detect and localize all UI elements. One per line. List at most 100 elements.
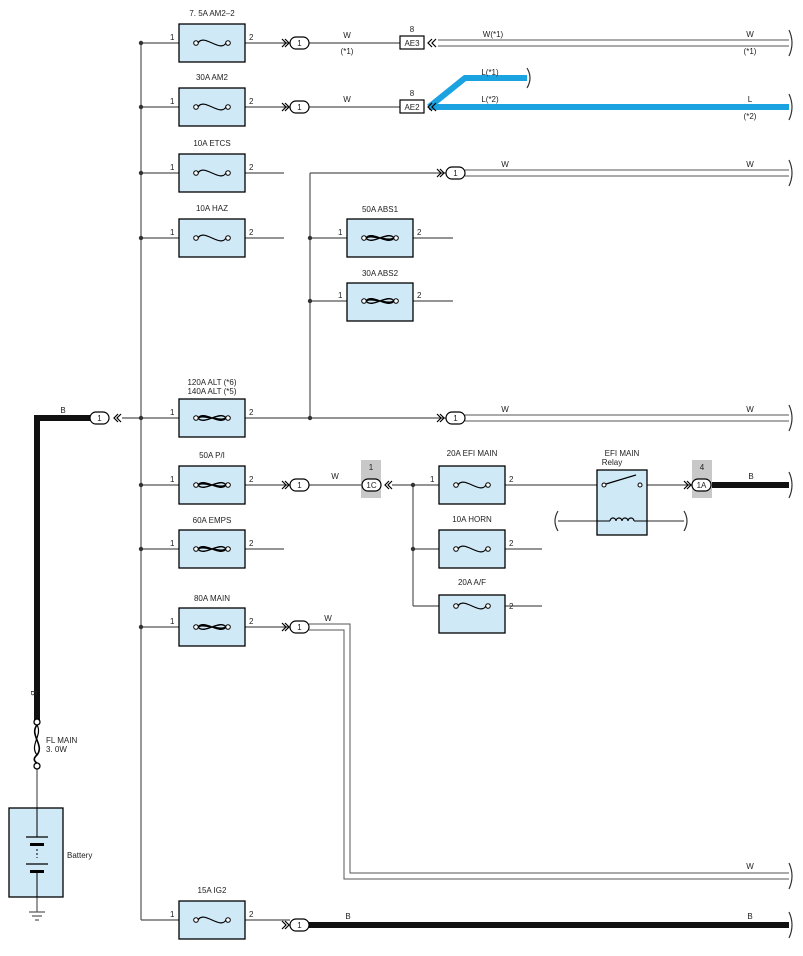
wire-color-label: W: [746, 862, 754, 871]
fuse-label: 20A A/F: [458, 578, 486, 587]
pin-2: 2: [249, 408, 254, 417]
blue-wires: [427, 75, 789, 110]
fuse-label: 50A P/I: [199, 451, 225, 460]
connector-pin: 1: [369, 463, 374, 472]
relay-label: EFI MAIN: [605, 449, 640, 458]
wire-note-label: (*1): [341, 47, 354, 56]
connector-pin: 1: [453, 169, 458, 178]
wire-color-label: B: [747, 912, 752, 921]
thin-wires: [29, 42, 692, 921]
pin-1: 1: [170, 475, 175, 484]
fuse-af: 20A A/F 2: [438, 578, 514, 634]
junction-dots: [138, 40, 416, 630]
pin-2: 2: [417, 291, 422, 300]
wire-labels: W (*1) W(*1) W (*1) W L(*1) L(*2) L (*2)…: [29, 30, 757, 921]
connector-pin: 8: [410, 89, 415, 98]
wire-color-label: B: [345, 912, 350, 921]
connector-am2: 1: [281, 100, 310, 114]
wire-color-label: W: [501, 405, 509, 414]
connector-alt-out: 1: [436, 411, 466, 425]
wire-color-label: W: [501, 160, 509, 169]
pin-2: 2: [249, 228, 254, 237]
thick-wires: [34, 415, 789, 928]
fuse-label: 15A IG2: [198, 886, 227, 895]
connector-pin: 1: [297, 39, 302, 48]
battery-label: Battery: [67, 851, 92, 860]
connector-ig2: 1: [281, 918, 310, 932]
pin-2: 2: [249, 33, 254, 42]
fuse-label: 7. 5A AM2–2: [189, 9, 235, 18]
pin-1: 1: [170, 910, 175, 919]
fuse-label: 30A AM2: [196, 73, 229, 82]
connector-name: 1C: [366, 481, 376, 490]
pin-1: 1: [170, 539, 175, 548]
fl-main-label: FL MAIN: [46, 736, 77, 745]
wire-color-label: W: [331, 472, 339, 481]
fuse-label: 80A MAIN: [194, 594, 230, 603]
fusible-link-abs1: 50A ABS1 1 2: [338, 205, 422, 258]
pin-1: 1: [338, 228, 343, 237]
fuse-label: 10A HAZ: [196, 204, 228, 213]
connector-pin: 1: [97, 414, 102, 423]
pin-2: 2: [249, 163, 254, 172]
pin-1: 1: [170, 163, 175, 172]
fuse-label: 20A EFI MAIN: [447, 449, 498, 458]
connector-name: AE3: [404, 39, 420, 48]
pin-1: 1: [338, 291, 343, 300]
wire-color-label: W: [343, 31, 351, 40]
fl-main-fusible-link: FL MAIN 3. 0W: [33, 718, 77, 770]
wire-color-label: B: [60, 406, 65, 415]
fuse-label-2: 140A ALT (*5): [187, 387, 236, 396]
fuse-label: 50A ABS1: [362, 205, 399, 214]
wire-color-label: W: [746, 160, 754, 169]
fusible-link-pi: 50A P/I 1 2: [170, 451, 254, 505]
fuse-am2: 30A AM2 1 2: [170, 73, 254, 127]
wire-color-label: W: [343, 95, 351, 104]
efi-main-relay: EFI MAIN Relay: [596, 449, 648, 536]
connector-1a: 4 1A: [683, 460, 712, 498]
fuse-haz: 10A HAZ 1 2: [170, 204, 254, 258]
connector-1c: 1 1C: [361, 460, 393, 498]
wire-color-label: W(*1): [483, 30, 504, 39]
fuse-etcs: 10A ETCS 1 2: [170, 139, 254, 193]
wire-color-label: B: [748, 472, 753, 481]
fuse-efi-main: 20A EFI MAIN 1 2: [430, 449, 514, 505]
pin-1: 1: [430, 475, 435, 484]
fuse-am2-2: 7. 5A AM2–2 1 2: [170, 9, 254, 63]
connector-am2-2: 1: [281, 36, 310, 50]
connector-ae2: 8 AE2: [399, 89, 437, 114]
connector-pi: 1: [281, 478, 310, 492]
pin-2: 2: [509, 475, 514, 484]
connector-pin: 4: [700, 463, 705, 472]
fusible-link-main: 80A MAIN 1 2: [170, 594, 254, 647]
pin-2: 2: [249, 617, 254, 626]
connector-pin: 1: [297, 921, 302, 930]
fl-main-rating: 3. 0W: [46, 745, 67, 754]
connector-pin: 1: [453, 414, 458, 423]
continuation-marks: [526, 29, 793, 939]
fuse-label: 10A ETCS: [193, 139, 230, 148]
fuse-label: 60A EMPS: [193, 516, 232, 525]
wire-note-label: (*1): [744, 47, 757, 56]
connector-pin: 1: [297, 103, 302, 112]
pin-2: 2: [249, 910, 254, 919]
wire-color-label: L(*2): [481, 95, 499, 104]
connector-main: 1: [281, 620, 310, 634]
pin-1: 1: [170, 228, 175, 237]
connector-pin: 8: [410, 25, 415, 34]
fusible-link-alt: 120A ALT (*6) 140A ALT (*5) 1 2: [170, 378, 254, 438]
pin-1: 1: [170, 408, 175, 417]
connector-name: 1A: [697, 481, 707, 490]
pin-2: 2: [249, 97, 254, 106]
fuse-label: 120A ALT (*6): [187, 378, 236, 387]
double-wires: [309, 39, 789, 880]
fuse-label: 10A HORN: [452, 515, 492, 524]
fuse-ig2: 15A IG2 1 2: [170, 886, 254, 940]
pin-1: 1: [170, 617, 175, 626]
fusible-link-emps: 60A EMPS 1 2: [170, 516, 254, 569]
pin-2: 2: [249, 475, 254, 484]
pin-2: 2: [417, 228, 422, 237]
connector-ae3: 8 AE3: [399, 25, 437, 50]
connector-name: AE2: [404, 103, 420, 112]
relay-label-2: Relay: [602, 458, 622, 467]
